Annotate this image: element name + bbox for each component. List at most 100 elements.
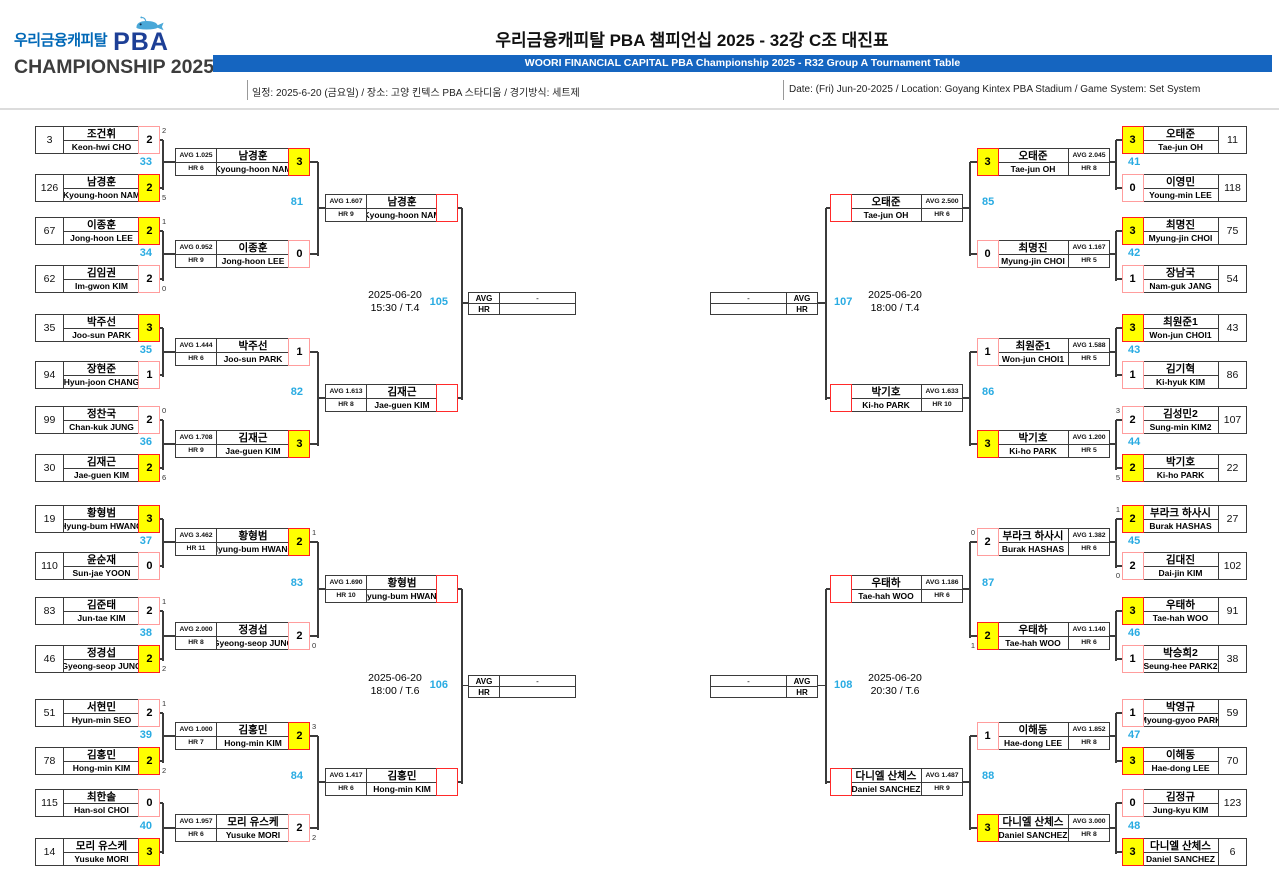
hr-stat: HR 5 [1081, 355, 1097, 363]
hr-stat: HR 9 [338, 211, 354, 219]
seed-number: 19 [36, 506, 64, 532]
score-box: 3 [1121, 837, 1144, 867]
player-name-en: Burak HASHAS [1001, 543, 1065, 554]
bracket-line [160, 760, 163, 762]
player-name-en: Hong-min KIM [224, 737, 282, 748]
avg-stat: AVG 1.588 [1069, 339, 1109, 353]
hr-stat: HR 9 [188, 447, 204, 455]
bracket-line [160, 139, 163, 141]
hr-stat: HR 8 [338, 401, 354, 409]
bracket-line [1116, 278, 1122, 280]
match-number: 47 [1128, 729, 1141, 741]
bracket-line [969, 542, 971, 638]
player-name-kr: 정경섭 [217, 623, 289, 637]
set-detail-superscript: 2 [312, 833, 317, 842]
seed-number: 102 [1218, 553, 1246, 579]
match-number: 82 [290, 386, 303, 398]
logo: 우리금융캐피탈 PBA CHAMPIONSHIP 2025 [14, 16, 219, 79]
bracket-line [461, 589, 463, 784]
score-box: 3 [976, 429, 999, 459]
set-detail-superscript: 2 [162, 126, 167, 135]
match-number: 38 [139, 627, 152, 639]
player-name-en: Hyun-min SEO [71, 714, 132, 725]
bracket-line [1116, 802, 1122, 804]
player-name-en: Sung-min KIM2 [1149, 421, 1212, 432]
match-result-box: AVG-HR [468, 292, 576, 315]
avg-stat: AVG 1.140 [1069, 623, 1109, 637]
player-name-en: Tae-hah WOO [1005, 637, 1061, 648]
avg-label: AVG [469, 293, 500, 303]
player-name-kr: 황형범 [367, 576, 437, 590]
seed-number: 46 [36, 646, 64, 672]
match-time: 18:00 / T.6 [370, 685, 420, 697]
bracket-line [310, 541, 318, 543]
score-box [829, 574, 852, 604]
bracket-line [163, 541, 175, 543]
seed-number: 78 [36, 748, 64, 774]
bracket-line [1110, 253, 1116, 255]
player-name-kr: 장현준 [64, 362, 139, 376]
score-box: 2 [138, 125, 161, 155]
bracket-line [310, 827, 318, 829]
hr-stat: HR 11 [186, 545, 206, 553]
player-name-kr: 다니엘 산체스 [1143, 839, 1218, 853]
result-row: HR [711, 687, 817, 697]
player-name-en: Hyung-bum HWANG [217, 543, 289, 554]
avg-value: - [747, 676, 750, 686]
header-separator [0, 108, 1279, 110]
bracket-line [1116, 658, 1122, 660]
player-name-en: Myoung-gyoo PARK [1143, 714, 1218, 725]
bracket-line [963, 397, 970, 399]
hr-stat: HR 9 [934, 785, 950, 793]
bracket-line [970, 443, 977, 445]
set-detail-superscript: 5 [1115, 473, 1120, 482]
match-number: 43 [1128, 344, 1141, 356]
match-number: 33 [139, 156, 152, 168]
set-detail-superscript: 2 [162, 664, 167, 673]
bracket-line [1116, 610, 1122, 612]
score-box: 2 [138, 644, 161, 674]
player-name-kr: 황형범 [64, 506, 139, 520]
player-name-kr: 다니엘 산체스 [851, 769, 921, 783]
seed-number: 54 [1218, 266, 1246, 292]
bracket-line [317, 542, 319, 638]
avg-label: AVG [786, 293, 817, 303]
score-box: 3 [288, 429, 311, 459]
bracket-line [970, 253, 977, 255]
bracket-line [163, 161, 175, 163]
result-row: AVG- [711, 293, 817, 304]
score-box: 1 [1121, 644, 1144, 674]
bracket-line [1110, 541, 1116, 543]
player-name-en: Ki-ho PARK [1156, 469, 1205, 480]
